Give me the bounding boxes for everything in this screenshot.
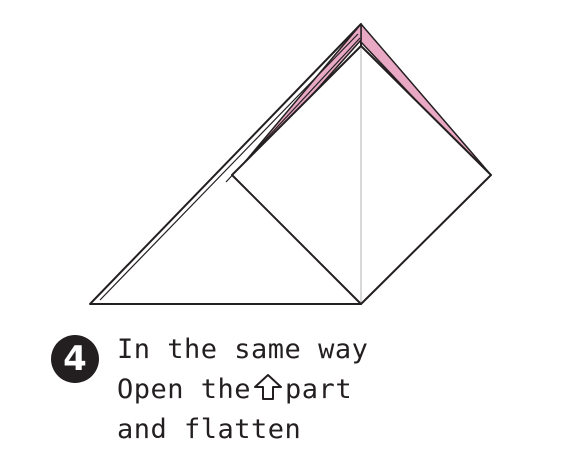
instruction-line-2: Open the part: [117, 370, 368, 410]
instruction-line-2-end: part: [285, 374, 353, 405]
layer-edge-line: [99, 33, 359, 301]
step-number-badge: 4: [51, 335, 99, 383]
up-arrow-outline-icon: [254, 374, 283, 400]
instruction-line-2-start: Open the: [117, 374, 252, 405]
instruction-line-3: and flatten: [117, 414, 302, 445]
instruction-line-1: In the same way: [117, 334, 369, 365]
instruction-text: In the same way Open the part and flatte…: [117, 330, 368, 450]
